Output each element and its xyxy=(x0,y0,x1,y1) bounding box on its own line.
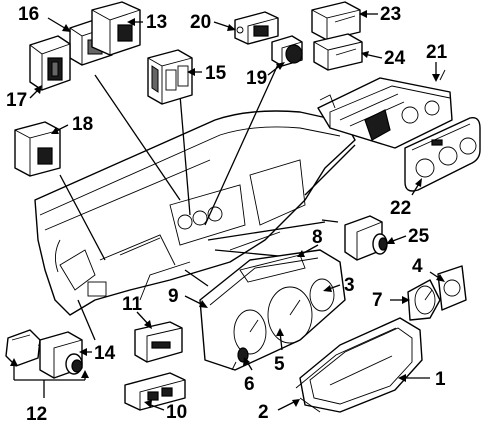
part-11-module xyxy=(134,321,183,363)
callout-25: 25 xyxy=(408,226,430,247)
part-15-switch xyxy=(147,49,193,105)
part-9-cluster-case xyxy=(199,249,346,371)
part-21-heater-control xyxy=(317,69,453,149)
callout-7: 7 xyxy=(372,290,383,311)
callout-16: 16 xyxy=(18,4,39,25)
part-12-switch xyxy=(5,329,49,367)
callout-6: 6 xyxy=(244,374,255,395)
callout-10: 10 xyxy=(166,402,187,423)
callout-4: 4 xyxy=(412,256,423,277)
callout-arrows xyxy=(10,10,445,411)
callout-8: 8 xyxy=(312,227,323,248)
part-18-switch xyxy=(14,121,61,177)
callout-15: 15 xyxy=(205,63,227,84)
part-1-bezel xyxy=(299,317,423,413)
callout-14: 14 xyxy=(94,343,116,364)
callout-2: 2 xyxy=(258,402,269,423)
part-13-switch xyxy=(91,1,141,56)
part-14-switch-knob xyxy=(39,331,83,379)
dashboard-outline xyxy=(34,110,356,316)
callout-labels: 1 2 3 4 5 6 7 8 9 10 11 12 13 14 15 16 1… xyxy=(6,4,448,425)
callout-23: 23 xyxy=(380,4,401,25)
part-4-gauge xyxy=(437,265,467,311)
callout-1: 1 xyxy=(435,369,446,390)
callout-19: 19 xyxy=(246,68,267,89)
part-7-gauge xyxy=(407,279,441,321)
callout-22: 22 xyxy=(390,198,411,219)
callout-12: 12 xyxy=(26,404,47,425)
callout-9: 9 xyxy=(168,286,179,307)
callout-24: 24 xyxy=(384,48,406,69)
part-24-relay xyxy=(313,33,363,71)
callout-3: 3 xyxy=(344,275,355,296)
part-22-control-panel xyxy=(404,117,481,192)
part-20-switch xyxy=(234,11,279,45)
part-17-switch xyxy=(29,35,71,91)
callout-13: 13 xyxy=(146,12,167,33)
part-23-relay xyxy=(311,1,361,41)
part-19-switch xyxy=(271,35,303,67)
part-25-sensor xyxy=(344,215,388,261)
callout-18: 18 xyxy=(72,114,93,135)
part-8-gauge-set xyxy=(233,278,335,355)
callout-20: 20 xyxy=(190,12,211,33)
callout-21: 21 xyxy=(426,42,448,63)
part-2-lens xyxy=(295,327,397,413)
part-10-switch xyxy=(124,372,186,411)
callout-11: 11 xyxy=(122,294,143,315)
callout-5: 5 xyxy=(274,354,285,375)
callout-17: 17 xyxy=(6,90,27,111)
